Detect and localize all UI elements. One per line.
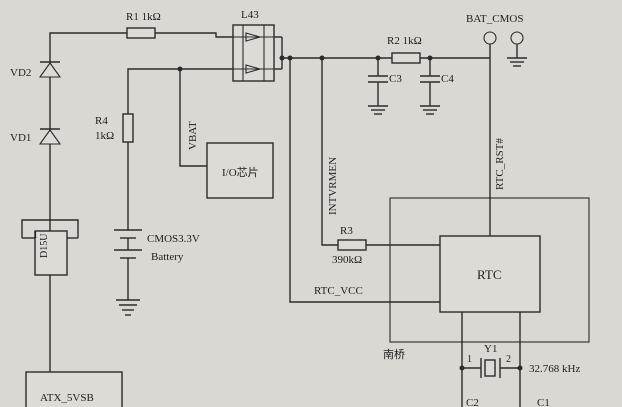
capacitor-c3 <box>368 58 388 115</box>
crystal-y1 <box>480 358 501 378</box>
y1-label: Y1 <box>484 343 497 355</box>
c3-label: C3 <box>389 73 402 85</box>
r3-label: R3 <box>340 225 353 237</box>
regulator-label: D15U <box>39 233 50 258</box>
rtc-vcc-label: RTC_VCC <box>314 285 363 297</box>
choke-l43 <box>232 24 275 82</box>
intvrmen-label: INTVRMEN <box>327 157 339 215</box>
battery-label: Battery <box>151 251 184 263</box>
south-bridge-outline <box>389 197 590 343</box>
io-chip-box <box>206 142 274 199</box>
rtc-label: RTC <box>477 267 502 282</box>
rtc-block <box>439 235 541 313</box>
crystal-wires <box>459 312 523 407</box>
bat-cmos-terminal <box>483 31 497 210</box>
c1-label: C1 <box>537 397 550 407</box>
resistor-r2 <box>391 52 421 64</box>
resistor-r1 <box>126 27 156 39</box>
r1-label: R1 1kΩ <box>126 11 161 23</box>
io-chip-label: I/O芯片 <box>222 165 259 179</box>
atx-5vsb-label: ATX_5VSB <box>40 392 94 404</box>
cmos-battery <box>114 229 142 262</box>
ground-terminal-top <box>507 31 527 67</box>
regulator-pin-label: 1 <box>33 230 38 241</box>
r4-label: R4 <box>95 115 108 127</box>
wire-vbat <box>179 69 207 167</box>
c4-label: C4 <box>441 73 454 85</box>
vbat-label: VBAT <box>187 121 199 150</box>
wire-main-bus <box>279 55 490 61</box>
vd2-label: VD2 <box>10 67 31 79</box>
regulator-d15u <box>21 210 79 372</box>
y1-pin1: 1 <box>467 354 472 365</box>
wire-top-diode-to-l43 <box>49 32 233 210</box>
l43-label: L43 <box>241 9 259 21</box>
diode-vd2 <box>38 61 62 78</box>
c2-label: C2 <box>466 397 479 407</box>
cmos-battery-voltage: CMOS3.3V <box>147 233 200 245</box>
r3-value: 390kΩ <box>332 254 362 266</box>
wire-battery-branch <box>127 66 216 300</box>
r4-value: 1kΩ <box>95 130 114 142</box>
wire-intvrmen <box>321 58 440 246</box>
ground-battery <box>116 299 140 316</box>
atx-5vsb-box <box>25 371 123 407</box>
vd1-label: VD1 <box>10 132 31 144</box>
crystal-frequency: 32.768 kHz <box>529 363 580 375</box>
wire-rtc-vcc <box>289 58 440 303</box>
diode-vd1 <box>38 128 62 145</box>
resistor-r4 <box>122 113 134 143</box>
resistor-r3 <box>337 239 367 251</box>
bat-cmos-label: BAT_CMOS <box>466 13 523 25</box>
capacitor-c4 <box>420 58 440 115</box>
rtc-rst-label: RTC_RST# <box>494 138 506 190</box>
south-bridge-label: 南桥 <box>383 348 405 361</box>
y1-pin2: 2 <box>506 354 511 365</box>
r2-label: R2 1kΩ <box>387 35 422 47</box>
